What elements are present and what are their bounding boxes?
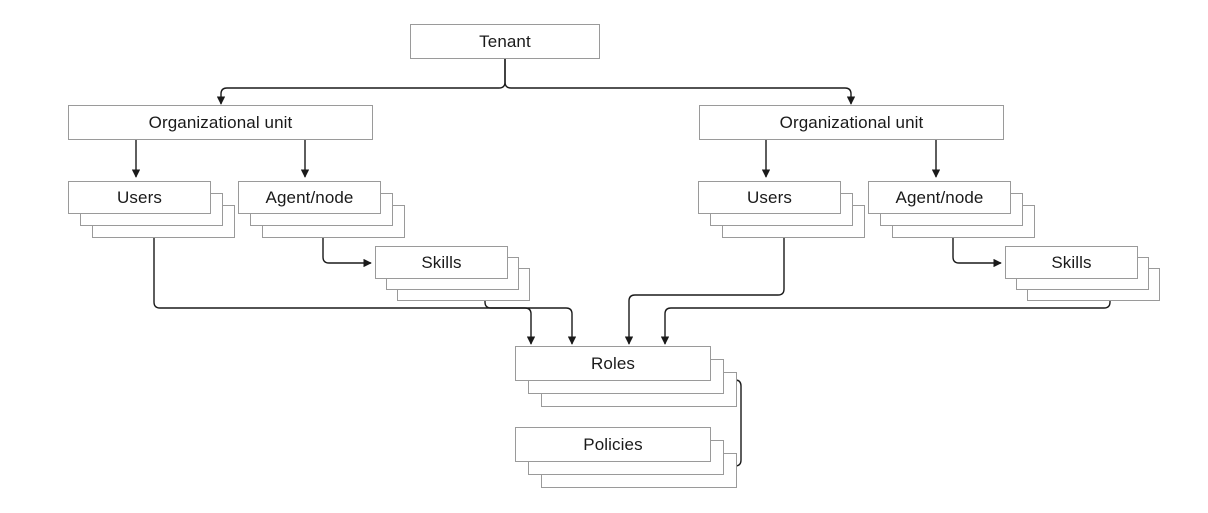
node-roles-face: Roles	[515, 346, 711, 381]
node-tenant-label: Tenant	[479, 32, 531, 51]
node-org-unit-right[interactable]: Organizational unit	[699, 105, 1019, 149]
node-agent-node-right[interactable]: Agent/node	[868, 181, 1038, 241]
node-org-unit-left-face: Organizational unit	[68, 105, 373, 140]
node-tenant[interactable]: Tenant	[410, 24, 610, 68]
node-tenant-face: Tenant	[410, 24, 600, 59]
node-users-left-label: Users	[117, 188, 162, 207]
node-skills-right-face: Skills	[1005, 246, 1138, 279]
node-users-right-label: Users	[747, 188, 792, 207]
node-agent-node-left-label: Agent/node	[265, 188, 354, 207]
node-org-unit-left[interactable]: Organizational unit	[68, 105, 388, 149]
node-users-right[interactable]: Users	[698, 181, 868, 241]
node-skills-left-label: Skills	[421, 253, 462, 272]
edge-agent-right-to-skills-right	[952, 229, 1002, 268]
node-roles[interactable]: Roles	[515, 346, 755, 416]
node-agent-node-left-face: Agent/node	[238, 181, 381, 214]
node-org-unit-left-label: Organizational unit	[148, 113, 293, 132]
node-policies[interactable]: Policies	[515, 427, 755, 497]
edge-skills-left-to-roles	[484, 296, 577, 345]
edge-users-right-to-roles	[624, 229, 785, 345]
node-skills-left-face: Skills	[375, 246, 508, 279]
node-policies-label: Policies	[583, 435, 643, 454]
node-agent-node-right-label: Agent/node	[895, 188, 984, 207]
edge-tenant-to-org-right	[504, 59, 856, 105]
edge-agent-left-to-skills-left	[322, 229, 372, 268]
node-org-unit-right-face: Organizational unit	[699, 105, 1004, 140]
edge-roles-to-policies	[722, 379, 742, 471]
node-users-left[interactable]: Users	[68, 181, 238, 241]
node-policies-face: Policies	[515, 427, 711, 462]
node-skills-right-label: Skills	[1051, 253, 1092, 272]
node-agent-node-right-face: Agent/node	[868, 181, 1011, 214]
node-org-unit-right-label: Organizational unit	[779, 113, 924, 132]
node-skills-left[interactable]: Skills	[375, 246, 545, 306]
edge-users-left-to-roles	[153, 229, 536, 345]
edge-skills-right-to-roles	[660, 296, 1111, 345]
node-users-left-face: Users	[68, 181, 211, 214]
node-skills-right[interactable]: Skills	[1005, 246, 1175, 306]
node-users-right-face: Users	[698, 181, 841, 214]
node-roles-label: Roles	[591, 354, 635, 373]
node-agent-node-left[interactable]: Agent/node	[238, 181, 408, 241]
